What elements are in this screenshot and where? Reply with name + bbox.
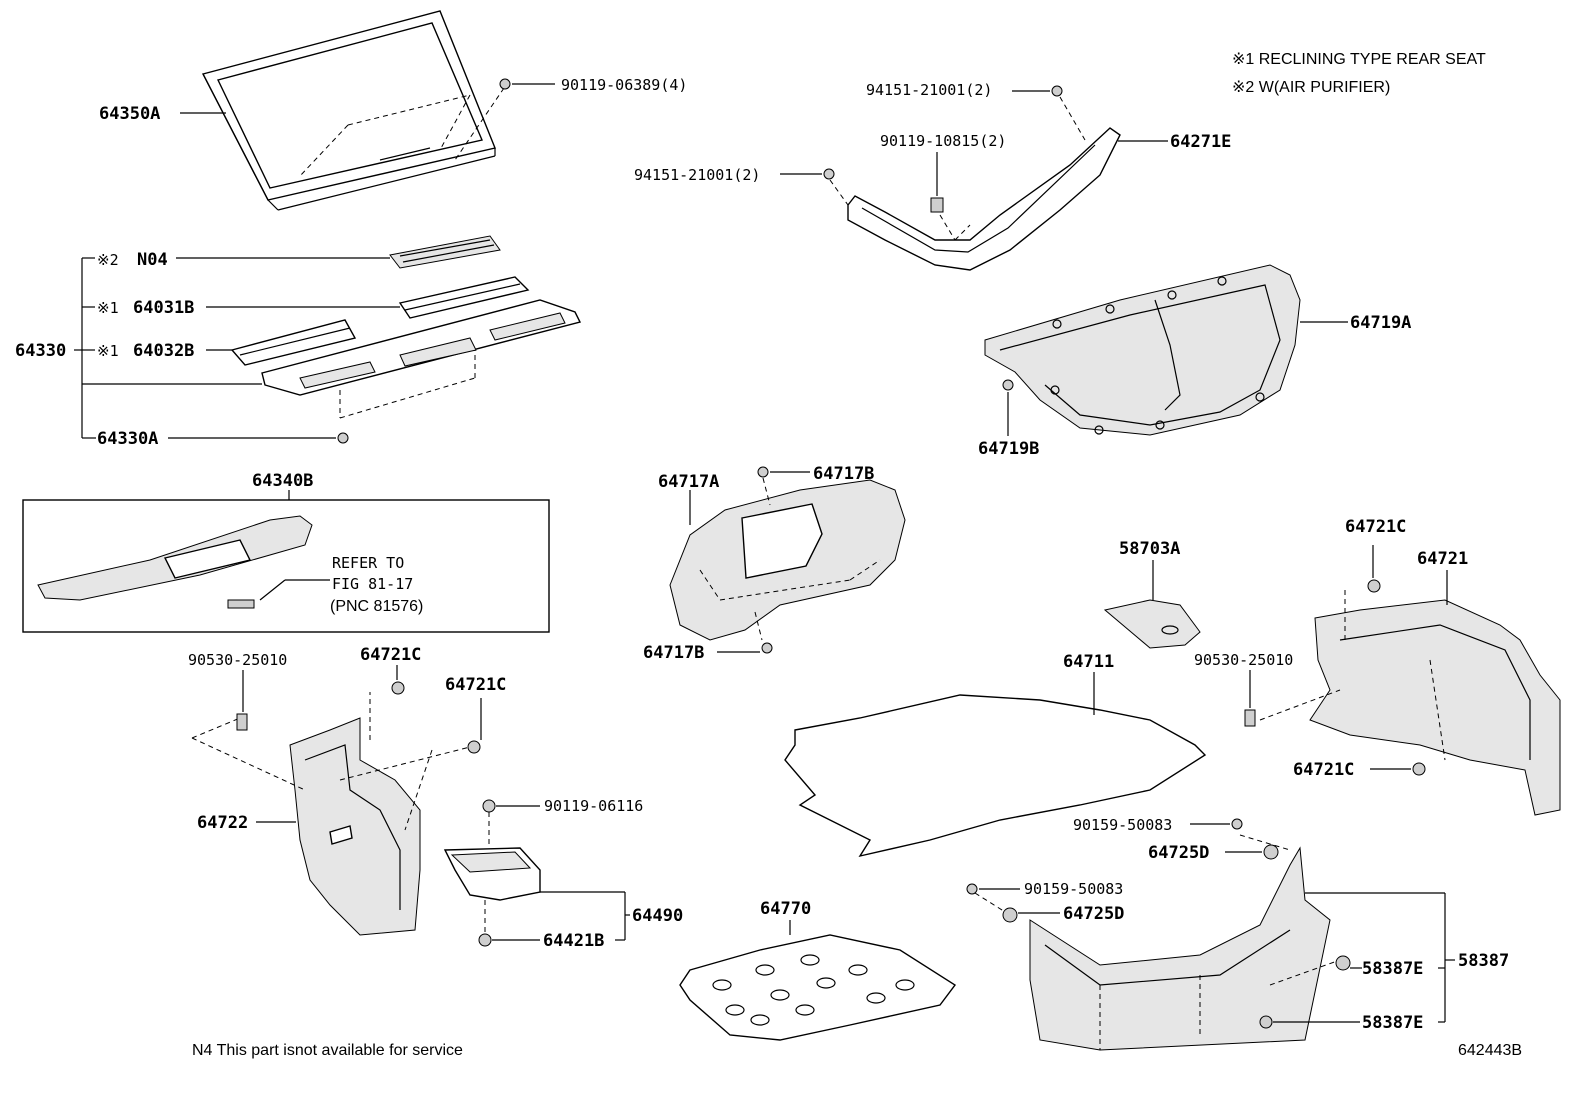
nut-94151-left-icon bbox=[823, 168, 835, 180]
clip-64717B-top-icon bbox=[757, 466, 769, 478]
label-64711: 64711 bbox=[1063, 652, 1114, 672]
clip-64717B-bottom-icon bbox=[761, 642, 773, 654]
part-64330-tray-drawing bbox=[261, 299, 582, 419]
label-64330A: 64330A bbox=[97, 429, 158, 449]
label-refer-line1: REFER TO bbox=[332, 554, 404, 572]
part-64350A-drawing bbox=[201, 10, 505, 211]
clip-64721C-left2-icon bbox=[467, 740, 481, 754]
label-90530-right: 90530-25010 bbox=[1194, 651, 1293, 669]
label-64717A: 64717A bbox=[658, 472, 719, 492]
part-64340B-frame bbox=[22, 499, 550, 633]
part-64490-drawing bbox=[443, 812, 541, 935]
label-90119-10815: 90119-10815(2) bbox=[880, 132, 1006, 150]
label-64719B: 64719B bbox=[978, 439, 1039, 459]
part-N04-drawing bbox=[389, 235, 501, 269]
clip-90159-b-icon bbox=[966, 883, 978, 895]
label-90530-left: 90530-25010 bbox=[188, 651, 287, 669]
note-air-purifier: ※2 W(AIR PURIFIER) bbox=[1232, 79, 1390, 96]
label-64721C-right-top: 64721C bbox=[1345, 517, 1406, 537]
part-64721-drawing bbox=[1259, 590, 1561, 816]
label-58387: 58387 bbox=[1458, 951, 1509, 971]
label-64340B: 64340B bbox=[252, 471, 313, 491]
clip-64421B-icon bbox=[478, 933, 492, 947]
label-64717B-top: 64717B bbox=[813, 464, 874, 484]
part-64032B-drawing bbox=[230, 319, 357, 366]
label-90119-06116: 90119-06116 bbox=[544, 797, 643, 815]
label-64725D-b: 64725D bbox=[1063, 904, 1124, 924]
label-64031B-mark: ※1 bbox=[97, 299, 119, 317]
label-64271E: 64271E bbox=[1170, 132, 1231, 152]
clip-64330A-icon bbox=[337, 432, 349, 444]
label-N04: N04 bbox=[137, 250, 168, 270]
label-64032B: 64032B bbox=[133, 341, 194, 361]
part-64717A-drawing bbox=[669, 477, 906, 641]
note-reclining: ※1 RECLINING TYPE REAR SEAT bbox=[1232, 51, 1486, 68]
label-90119-06389: 90119-06389(4) bbox=[561, 76, 687, 94]
bolt-90119-06116-icon bbox=[482, 799, 496, 813]
label-58703A: 58703A bbox=[1119, 539, 1180, 559]
label-N04-mark: ※2 bbox=[97, 251, 119, 269]
part-64770-drawing bbox=[679, 934, 957, 1041]
label-refer-line2: FIG 81-17 bbox=[332, 575, 413, 593]
clip-refer-icon bbox=[227, 599, 255, 609]
label-64350A: 64350A bbox=[99, 104, 160, 124]
label-94151-top: 94151-21001(2) bbox=[866, 81, 992, 99]
clip-58387E-a-icon bbox=[1335, 955, 1351, 971]
clip-64725D-a-icon bbox=[1263, 844, 1279, 860]
part-64271E-drawing bbox=[829, 96, 1121, 271]
label-64031B: 64031B bbox=[133, 298, 194, 318]
part-64031B-drawing bbox=[398, 276, 530, 319]
label-64721C-right-bottom: 64721C bbox=[1293, 760, 1354, 780]
label-64721C-left2: 64721C bbox=[445, 675, 506, 695]
label-64721C-left1: 64721C bbox=[360, 645, 421, 665]
part-58703A-drawing bbox=[1103, 599, 1201, 649]
label-64719A: 64719A bbox=[1350, 313, 1411, 333]
part-64711-drawing bbox=[784, 694, 1207, 858]
clip-64721C-right-bottom-icon bbox=[1412, 762, 1426, 776]
clip-90530-right-icon bbox=[1244, 709, 1256, 727]
label-58387E-a: 58387E bbox=[1362, 959, 1423, 979]
clip-58387E-b-icon bbox=[1259, 1015, 1273, 1029]
label-64490: 64490 bbox=[632, 906, 683, 926]
label-94151-left: 94151-21001(2) bbox=[634, 166, 760, 184]
bolt-90119-06389-icon bbox=[499, 78, 511, 90]
label-64770: 64770 bbox=[760, 899, 811, 919]
label-refer-line3: (PNC 81576) bbox=[330, 598, 423, 615]
label-64330: 64330 bbox=[15, 341, 66, 361]
label-64421B: 64421B bbox=[543, 931, 604, 951]
label-90159-b: 90159-50083 bbox=[1024, 880, 1123, 898]
footer-note: N4 This part isnot available for service bbox=[192, 1042, 463, 1059]
nut-94151-top-icon bbox=[1051, 85, 1063, 97]
label-64032B-mark: ※1 bbox=[97, 342, 119, 360]
clip-64719B-icon bbox=[1002, 379, 1014, 391]
part-58387-drawing bbox=[974, 834, 1341, 1051]
label-64721: 64721 bbox=[1417, 549, 1468, 569]
clip-64725D-b-icon bbox=[1002, 907, 1018, 923]
clip-90530-left-icon bbox=[236, 713, 248, 731]
clip-64721C-right-top-icon bbox=[1367, 579, 1381, 593]
part-64719A-drawing bbox=[984, 264, 1301, 436]
label-64717B-bottom: 64717B bbox=[643, 643, 704, 663]
label-58387E-b: 58387E bbox=[1362, 1013, 1423, 1033]
clip-90119-10815-icon bbox=[930, 197, 944, 213]
part-64340B-drawing bbox=[37, 515, 313, 601]
label-90159-a: 90159-50083 bbox=[1073, 816, 1172, 834]
label-64725D-a: 64725D bbox=[1148, 843, 1209, 863]
clip-64721C-left1-icon bbox=[391, 681, 405, 695]
clip-90159-a-icon bbox=[1231, 818, 1243, 830]
label-64722: 64722 bbox=[197, 813, 248, 833]
figure-id: 642443B bbox=[1458, 1042, 1522, 1059]
part-64722-drawing bbox=[191, 692, 471, 936]
